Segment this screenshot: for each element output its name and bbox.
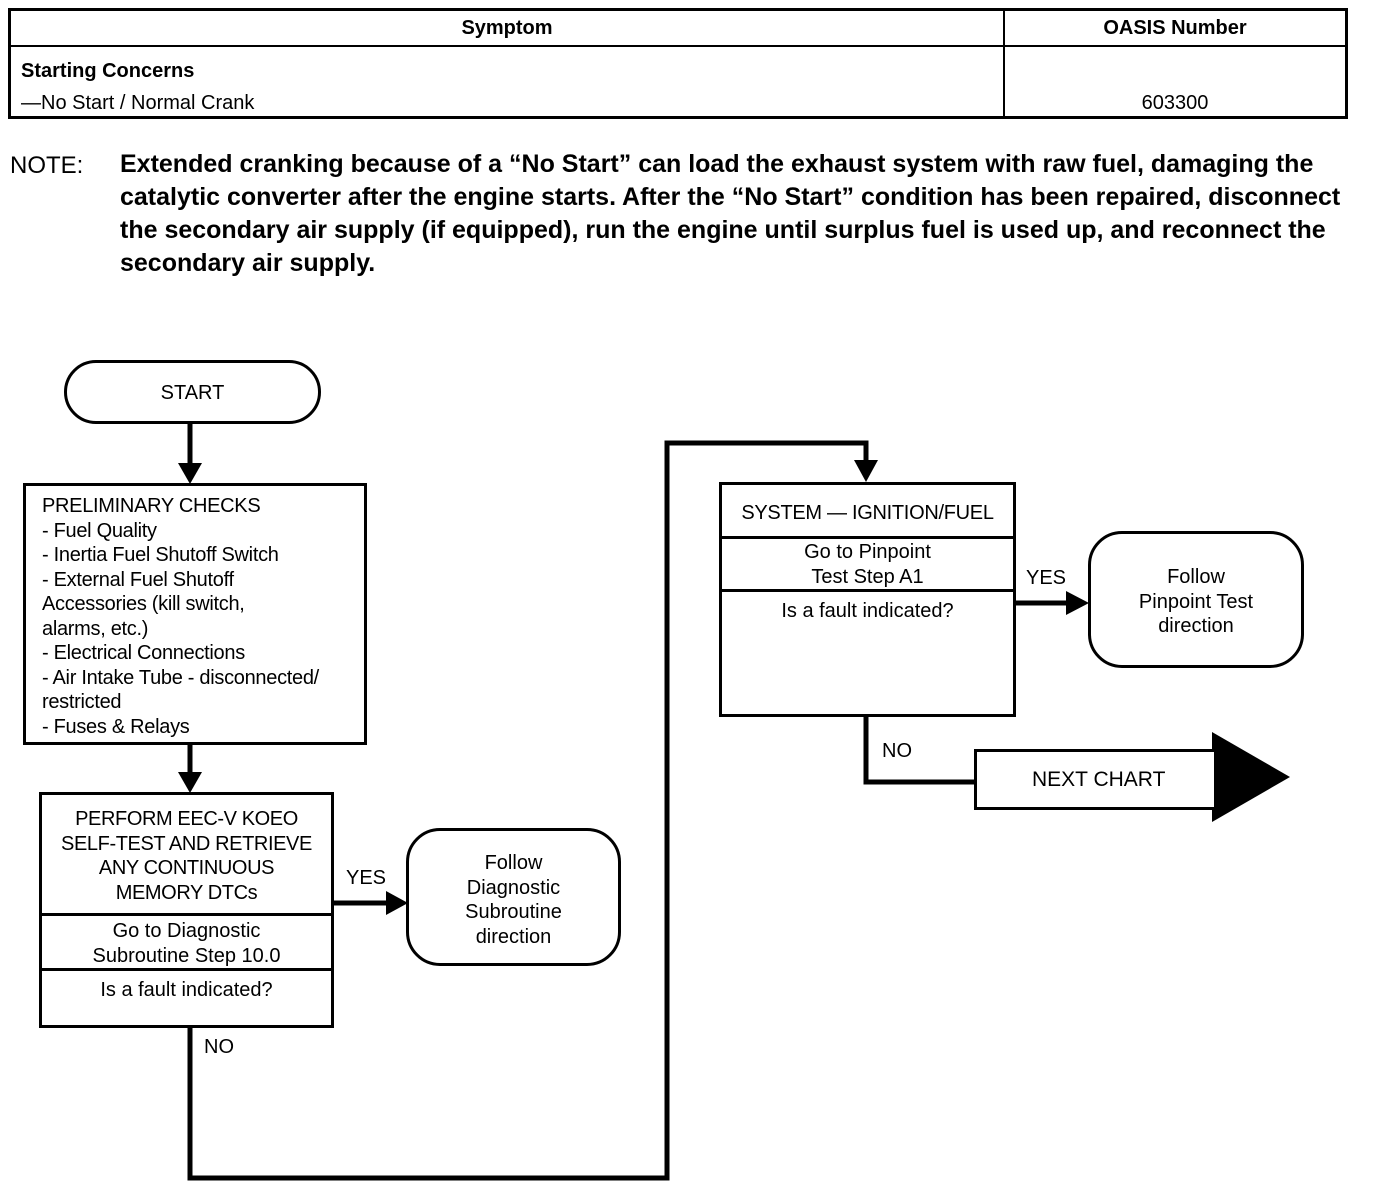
symptom-detail: —No Start / Normal Crank [21, 92, 255, 114]
symptom-table: Symptom OASIS Number Starting Concerns —… [8, 8, 1348, 119]
box-divider [42, 913, 331, 916]
start-label: START [160, 382, 225, 404]
preliminary-checks-box: PRELIMINARY CHECKS - Fuel Quality - Iner… [23, 483, 367, 745]
arrow-head [386, 891, 408, 915]
follow-diagnostic-terminal: Follow Diagnostic Subroutine direction [406, 828, 621, 966]
arrow-head [178, 463, 202, 484]
arrow-head [1066, 591, 1089, 615]
arrow-head [178, 772, 202, 793]
arrow-head [854, 460, 878, 482]
fault-question-2: Is a fault indicated? [781, 600, 954, 622]
oasis-number: 603300 [1141, 92, 1209, 114]
symptom-heading: Symptom [461, 17, 553, 39]
note-text: Extended cranking because of a “No Start… [120, 150, 1341, 277]
connector-line [187, 440, 869, 1181]
follow-pinpoint-text: Follow Pinpoint Test direction [1138, 566, 1254, 637]
eec-self-test-box: PERFORM EEC-V KOEO SELF-TEST AND RETRIEV… [39, 792, 334, 1028]
box-divider [722, 589, 1013, 592]
box-divider [42, 968, 331, 971]
fault-question-1: Is a fault indicated? [100, 979, 273, 1001]
start-terminal: START [64, 360, 321, 424]
goto-diagnostic-text: Go to Diagnostic Subroutine Step 10.0 [92, 920, 281, 967]
system-title: SYSTEM — IGNITION/FUEL [741, 502, 994, 524]
preliminary-checks-text: PRELIMINARY CHECKS - Fuel Quality - Iner… [42, 495, 319, 738]
box-divider [722, 536, 1013, 539]
yes-label-2: YES [1026, 567, 1067, 589]
yes-label-1: YES [346, 867, 387, 889]
goto-pinpoint-text: Go to Pinpoint Test Step A1 [804, 541, 931, 588]
next-chart-label: NEXT CHART [1032, 768, 1166, 791]
follow-pinpoint-terminal: Follow Pinpoint Test direction [1088, 531, 1304, 668]
no-label-2: NO [882, 740, 912, 762]
no-label-1: NO [204, 1036, 234, 1058]
next-chart-arrow-icon [1212, 732, 1290, 822]
follow-diagnostic-text: Follow Diagnostic Subroutine direction [465, 852, 562, 948]
table-divider [1003, 11, 1005, 116]
symptom-title: Starting Concerns [21, 60, 195, 82]
table-divider [11, 45, 1345, 47]
connector-line [863, 716, 976, 785]
next-chart-box: NEXT CHART [974, 749, 1214, 810]
eec-self-test-text: PERFORM EEC-V KOEO SELF-TEST AND RETRIEV… [61, 808, 312, 904]
note-label: NOTE: [10, 152, 84, 179]
oasis-heading: OASIS Number [1103, 17, 1247, 39]
system-ignition-fuel-box: SYSTEM — IGNITION/FUEL Go to Pinpoint Te… [719, 482, 1016, 717]
